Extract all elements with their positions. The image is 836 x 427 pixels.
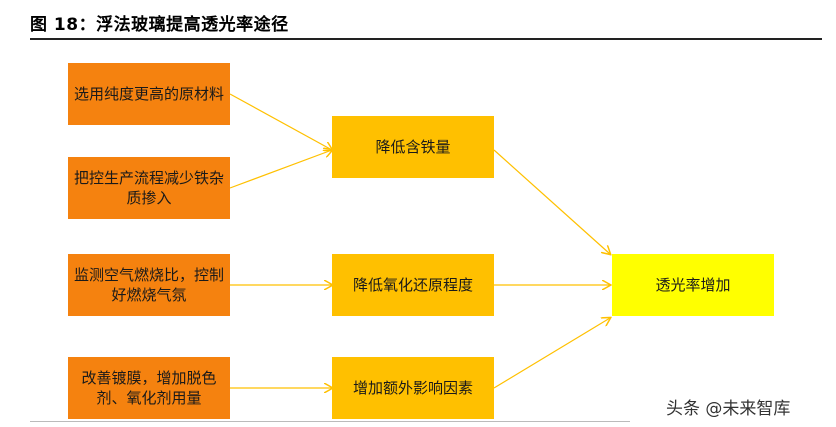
source-box-raw-materials: 选用纯度更高的原材料 — [68, 63, 230, 125]
arrow-mid1-to-result — [493, 149, 610, 254]
source-label: 改善镀膜，增加脱色剂、氧化剂用量 — [81, 369, 217, 407]
middle-label: 降低氧化还原程度 — [352, 276, 473, 294]
source-label: 监测空气燃烧比，控制好燃烧气氛 — [74, 266, 225, 304]
title-divider — [30, 38, 822, 40]
middle-label: 增加额外影响因素 — [352, 379, 473, 397]
middle-box-extra-factors: 增加额外影响因素 — [332, 357, 494, 419]
figure-title: 图 18：浮法玻璃提高透光率途径 — [30, 15, 289, 35]
source-box-coating: 改善镀膜，增加脱色剂、氧化剂用量 — [68, 357, 230, 419]
source-box-combustion: 监测空气燃烧比，控制好燃烧气氛 — [68, 254, 230, 316]
result-box-transmittance: 透光率增加 — [612, 254, 774, 316]
middle-box-reduce-iron: 降低含铁量 — [332, 116, 494, 178]
middle-box-reduce-redox: 降低氧化还原程度 — [332, 254, 494, 316]
watermark-text: 头条 @未来智库 — [666, 399, 791, 419]
result-label: 透光率增加 — [655, 276, 731, 294]
arrow-src1-to-mid1 — [229, 93, 332, 150]
source-label: 选用纯度更高的原材料 — [74, 85, 225, 103]
arrow-mid3-to-result — [493, 318, 610, 389]
arrow-src2-to-mid1 — [229, 150, 332, 189]
bottom-divider — [30, 421, 630, 422]
middle-label: 降低含铁量 — [375, 138, 451, 156]
source-box-process-control: 把控生产流程减少铁杂质掺入 — [68, 157, 230, 219]
source-label: 把控生产流程减少铁杂质掺入 — [74, 169, 225, 207]
